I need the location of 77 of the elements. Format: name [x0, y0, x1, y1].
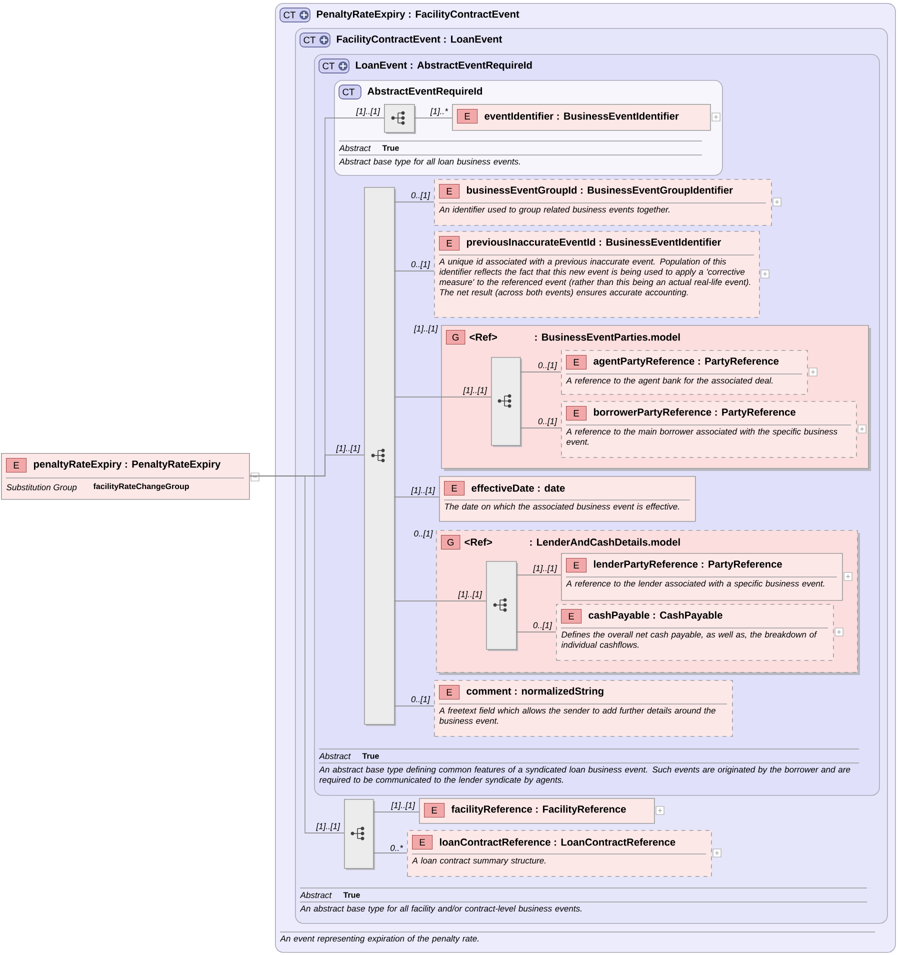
description: An event representing expiration of the penalty rate.: [280, 935, 478, 944]
type-badge: G: [441, 535, 460, 550]
description: A unique id associated with a previous inaccurate event. Population of this identifier reflects the fact that this new event is being used to apply a 'corrective measure' to the referenced event (rather than this being an actual real-life event). The net result (across both events) ensures accurate accounting.: [438, 258, 750, 298]
description: An abstract base type for all facility and/or contract-level business events.: [300, 905, 582, 914]
cardinality-label: 0..[1]: [411, 260, 430, 269]
connector-line: [394, 270, 434, 272]
type-title: FacilityContractEvent : LoanEvent: [336, 35, 502, 45]
element-box: [434, 680, 733, 737]
cardinality-label: [1]..[1]: [458, 590, 482, 599]
element-title: businessEventGroupId : BusinessEventGroupIdentifier: [466, 186, 733, 196]
type-badge: E: [439, 685, 460, 700]
type-title: PenaltyRateExpiry : FacilityContractEvent: [316, 10, 520, 20]
cardinality-label: [1]..[1]: [414, 325, 438, 334]
connector-line: [394, 496, 440, 498]
element-title: effectiveDate : date: [472, 484, 565, 492]
sequence-compositor: [384, 104, 416, 134]
type-badge: E: [424, 803, 445, 818]
cardinality-label: [1]..*: [430, 108, 448, 116]
description: A reference to the lender associated with a specific business event.: [566, 580, 824, 588]
element-box: [439, 476, 696, 522]
description: A loan contract summary structure.: [412, 857, 546, 866]
property-name: Substitution Group: [6, 484, 77, 492]
description: An abstract base type defining common features of a syndicated loan business event. Such events are originated by the borrower and are required to be communicated to the lender syndicate by agents.: [318, 766, 850, 784]
type-badge: E: [412, 835, 433, 850]
cardinality-label: 0..*: [390, 844, 404, 851]
cardinality-label: [1]..[1]: [533, 564, 558, 573]
description: Defines the overall net cash payable, as well as, the breakdown of individual cashflows.: [561, 631, 818, 648]
element-title: comment : normalizedString: [466, 687, 604, 697]
cardinality-label: [1]..[1]: [356, 108, 380, 116]
element-title: lenderPartyReference : PartyReference: [594, 560, 782, 570]
connector-line: [373, 852, 408, 854]
type-badge: CT: [300, 32, 330, 48]
type-title: AbstractEventRequireId: [368, 87, 482, 97]
cardinality-label: [1]..[1]: [336, 444, 360, 453]
connector-line: [249, 476, 344, 834]
property-value: facilityRateChangeGroup: [93, 483, 189, 491]
type-badge: CT: [318, 58, 350, 74]
element-title: facilityReference : FacilityReference: [451, 805, 626, 815]
sequence-compositor: [486, 561, 518, 651]
type-badge: E: [6, 458, 27, 473]
reference-label: <Ref>: [464, 538, 492, 546]
type-badge: E: [566, 558, 587, 573]
sequence-compositor: [344, 799, 375, 870]
element-title: loanContractReference : LoanContractReference: [440, 838, 676, 846]
property-name: Abstract: [338, 144, 371, 152]
cardinality-label: 0..[1]: [533, 622, 552, 630]
group-title: : LenderAndCashDetails.model: [530, 538, 680, 546]
cardinality-label: [1]..[1]: [411, 486, 436, 495]
type-title: LoanEvent : AbstractEventRequireId: [356, 61, 532, 71]
property-value: True: [362, 753, 379, 759]
property-value: True: [343, 892, 360, 898]
type-badge: CT: [280, 8, 310, 22]
element-title: previousInaccurateEventId : BusinessEventIdentifier: [466, 238, 722, 248]
description: An identifier used to group related business events together.: [438, 206, 670, 214]
cardinality-label: 0..[1]: [414, 530, 433, 538]
type-badge: E: [444, 481, 465, 496]
element-title: eventIdentifier : BusinessEventIdentifier: [484, 112, 679, 120]
property-name: Abstract: [318, 752, 351, 760]
type-badge: E: [439, 236, 460, 251]
description: A freetext field which allows the sender to add further details around the business event.: [438, 707, 716, 724]
cardinality-label: 0..[1]: [411, 192, 430, 200]
property-value: True: [382, 145, 399, 151]
cardinality-label: [1]..[1]: [316, 822, 340, 831]
type-badge: E: [561, 609, 582, 624]
property-name: Abstract: [300, 892, 332, 898]
description: Abstract base type for all loan business events.: [338, 158, 520, 166]
sequence-compositor: [364, 187, 396, 726]
type-badge: E: [439, 184, 460, 199]
connector-line: [516, 574, 562, 576]
element-title: cashPayable : CashPayable: [588, 611, 722, 621]
type-badge: CT: [338, 84, 362, 100]
cardinality-label: 0..[1]: [411, 696, 430, 704]
type-badge: E: [457, 109, 478, 124]
element-title: penaltyRateExpiry : PenaltyRateExpiry: [34, 460, 221, 470]
connector-line: [394, 600, 486, 602]
description: The date on which the associated business event is effective.: [445, 503, 679, 510]
cardinality-label: [1]..[1]: [391, 802, 416, 810]
